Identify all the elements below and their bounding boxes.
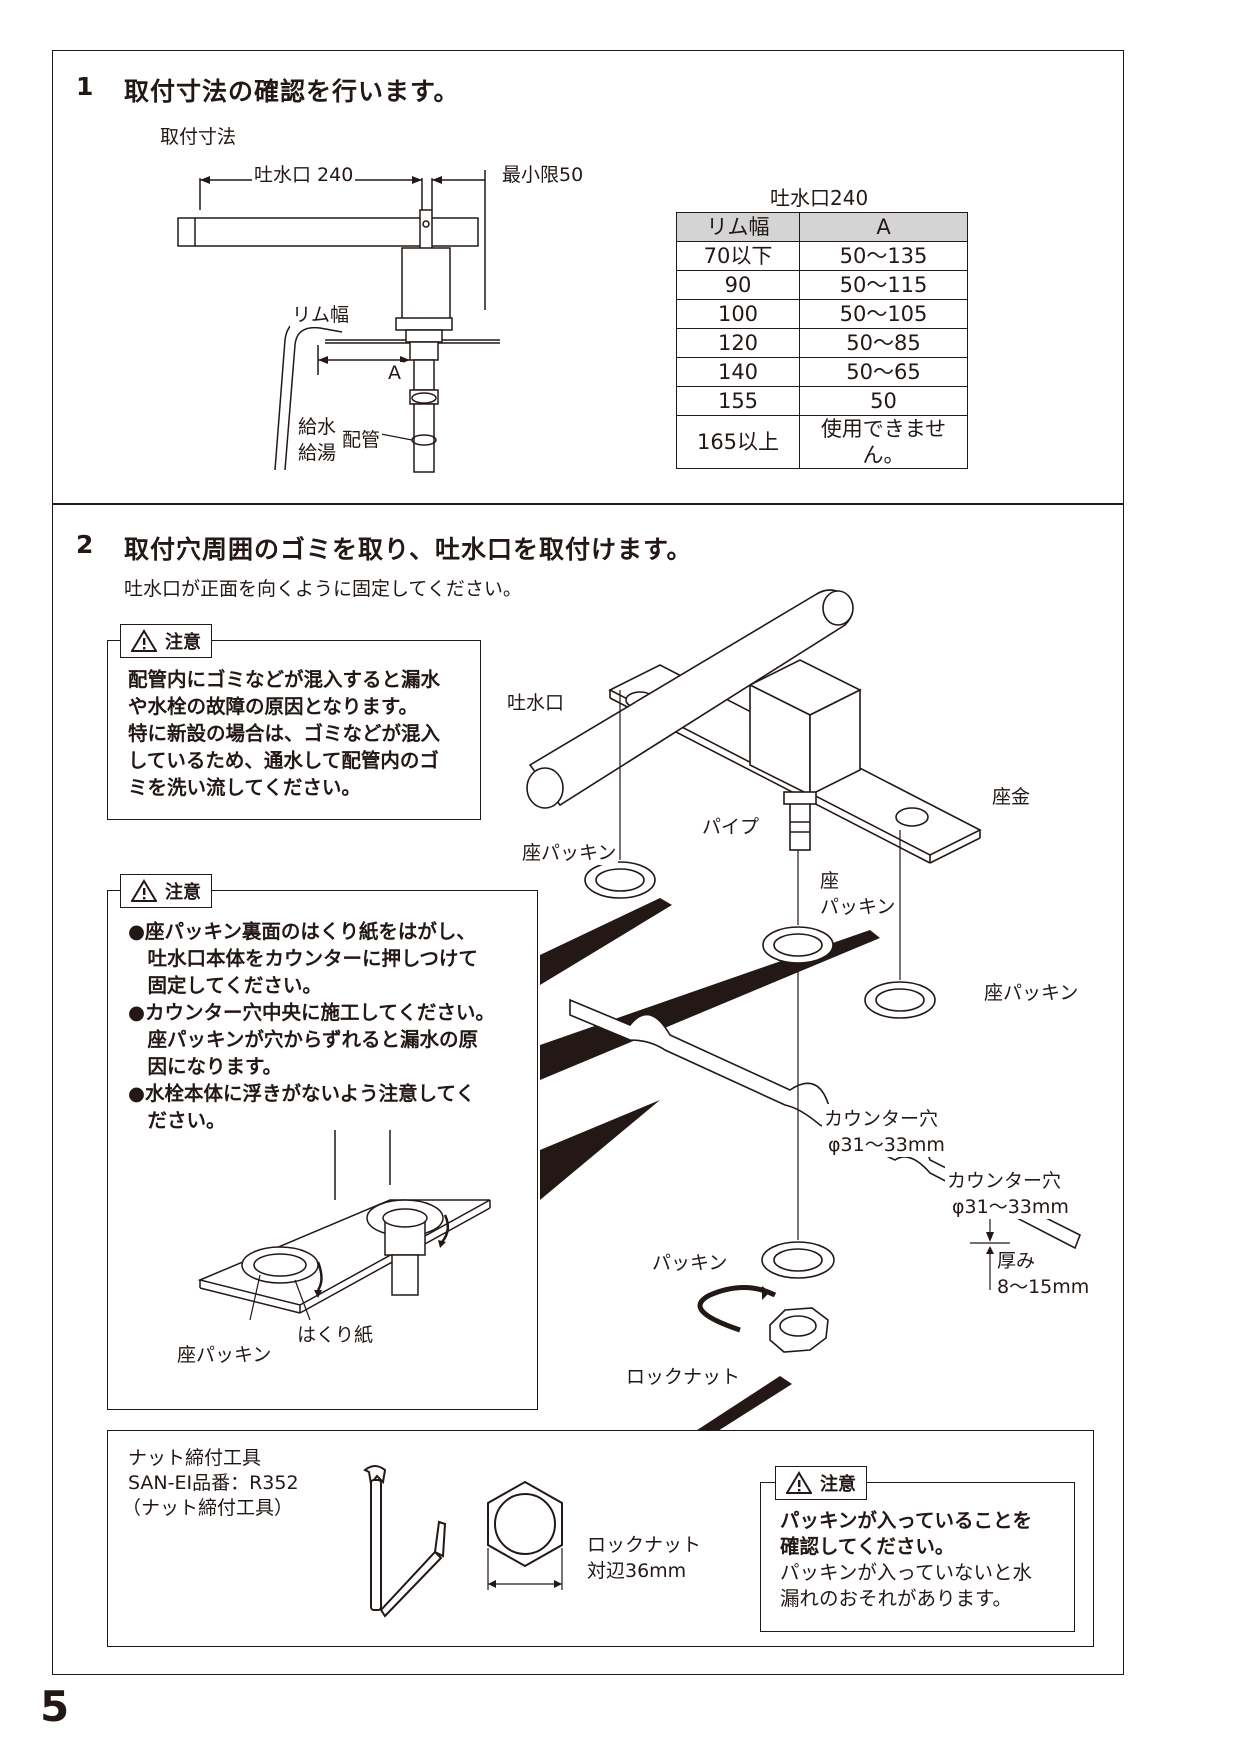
step2-number: 2: [76, 530, 95, 559]
counter-hole-2-label-b: φ31～33mm: [950, 1192, 1071, 1219]
caution1-line: 配管内にゴミなどが混入すると漏水: [128, 668, 441, 691]
seat-packing-detail-diagram: [197, 1130, 491, 1321]
dim-min-label: 最小限50: [500, 160, 586, 187]
caution2-line: ださい。: [128, 1109, 226, 1132]
thickness-label-b: 8～15mm: [995, 1272, 1092, 1299]
seat-packing-center-label-1: 座: [818, 866, 842, 893]
caution2-line: 座パッキンが穴からずれると漏水の原: [128, 1028, 479, 1051]
caution-tab-2: 注意: [120, 874, 212, 908]
caution1-line: ミを洗い流してください。: [128, 776, 361, 799]
caution-box-1: [107, 640, 481, 820]
table-cell: 70以下: [676, 241, 800, 271]
pipe-label: 配管: [340, 425, 383, 452]
table-cell: 120: [676, 328, 800, 358]
dim-spout-label: 吐水口 240: [252, 160, 356, 187]
caution1-line: や水栓の故障の原因となります。: [128, 695, 418, 718]
caution1-text: 配管内にゴミなどが混入すると漏水 や水栓の故障の原因となります。 特に新設の場合…: [128, 666, 440, 801]
release-paper-label: はくり紙: [295, 1320, 376, 1347]
caution-tab-1: 注意: [120, 624, 212, 658]
seat-packing-center-label-2: パッキン: [818, 892, 898, 919]
caution2-line: ●水栓本体に浮きがないよう注意してく: [128, 1082, 475, 1105]
step1-number: 1: [76, 72, 95, 101]
washer-plate-label: 座金: [990, 782, 1033, 809]
step2-title: 取付穴周囲のゴミを取り、吐水口を取付けます。: [124, 535, 693, 564]
hot-supply-label: 給湯: [296, 438, 339, 465]
table-cell: 50～115: [799, 270, 968, 300]
table-header-row: リム幅 A: [676, 212, 968, 242]
nut-size-label-2: 対辺36mm: [585, 1556, 689, 1583]
tool-line-2: SAN-EI品番：R352: [128, 1472, 299, 1494]
counter-hole-1-label-b: φ31～33mm: [826, 1130, 947, 1157]
tool-line-1: ナット締付工具: [128, 1447, 262, 1469]
counter-hole-2-label-a: カウンター穴: [945, 1166, 1064, 1193]
seat-packing-right-label: 座パッキン: [982, 978, 1081, 1005]
caution3-line: パッキンが入っていることを: [780, 1509, 1032, 1532]
caution1-line: 特に新設の場合は、ゴミなどが混入: [128, 722, 441, 745]
nut-size-label-1: ロックナット: [585, 1530, 704, 1557]
thickness-label-a: 厚み: [995, 1246, 1038, 1273]
table-cell: 90: [676, 270, 800, 300]
caution-label: 注意: [165, 632, 201, 653]
caution3-line: 漏れのおそれがあります。: [780, 1587, 1013, 1610]
table-row: 165以上使用できません。: [676, 415, 968, 469]
supply-label: 給水: [296, 412, 339, 439]
table-cell: 140: [676, 357, 800, 387]
wrench-tool-icon: [363, 1465, 447, 1618]
page-number: 5: [40, 1682, 70, 1731]
caution2-line: ●座パッキン裏面のはくり紙をはがし、: [128, 920, 476, 943]
caution3-line: パッキンが入っていないと水: [780, 1561, 1032, 1584]
step1-title: 取付寸法の確認を行います。: [124, 77, 460, 106]
seat-packing-left-label: 座パッキン: [520, 838, 619, 865]
table-cell: 50～85: [799, 328, 968, 358]
lock-nut-label: ロックナット: [624, 1362, 743, 1389]
pipe-label-2: パイプ: [700, 812, 762, 839]
step1-sub-label: 取付寸法: [160, 126, 237, 148]
caution2-line: 因になります。: [128, 1055, 283, 1078]
caution2-text: ●座パッキン裏面のはくり紙をはがし、 吐水口本体をカウンターに押しつけて 固定し…: [128, 918, 495, 1134]
warning-icon: [131, 879, 157, 902]
caution-tab-3: 注意: [775, 1466, 867, 1500]
step2-panel: [52, 503, 1124, 1675]
seat-packing-detail-label: 座パッキン: [175, 1340, 274, 1367]
warning-icon: [131, 629, 157, 652]
spout-label: 吐水口: [505, 688, 567, 715]
step1-panel: [52, 50, 1124, 505]
table-cell: 100: [676, 299, 800, 329]
lock-nut-icon: [487, 1480, 563, 1590]
table-cell: 155: [676, 386, 800, 416]
caution3-text: パッキンが入っていることを 確認してください。 パッキンが入っていないと水 漏れ…: [780, 1508, 1032, 1612]
caution-label: 注意: [820, 1474, 856, 1495]
packing-label: パッキン: [650, 1248, 730, 1275]
caution2-line: ●カウンター穴中央に施工してください。: [128, 1001, 495, 1024]
table-header: A: [799, 212, 968, 242]
table-caption: 吐水口240: [770, 186, 869, 210]
counter-hole-1-label-a: カウンター穴: [822, 1104, 941, 1131]
caution-label: 注意: [165, 882, 201, 903]
faucet-dimension-diagram: [177, 170, 500, 473]
caution2-line: 固定してください。: [128, 974, 322, 997]
table-cell: 使用できません。: [799, 415, 968, 469]
tool-line-3: （ナット締付工具）: [122, 1497, 294, 1519]
rim-width-label: リム幅: [290, 300, 352, 327]
caution-box-3: [760, 1482, 1075, 1632]
table-header: リム幅: [676, 212, 800, 242]
step2-subtitle: 吐水口が正面を向くように固定してください。: [124, 578, 522, 600]
caution2-line: 吐水口本体をカウンターに押しつけて: [128, 947, 478, 970]
caution3-line: 確認してください。: [780, 1535, 955, 1558]
table-cell: 165以上: [676, 415, 800, 469]
warning-icon: [786, 1471, 812, 1494]
dim-a-label: A: [386, 362, 403, 384]
caution1-line: しているため、通水して配管内のゴ: [128, 749, 439, 772]
